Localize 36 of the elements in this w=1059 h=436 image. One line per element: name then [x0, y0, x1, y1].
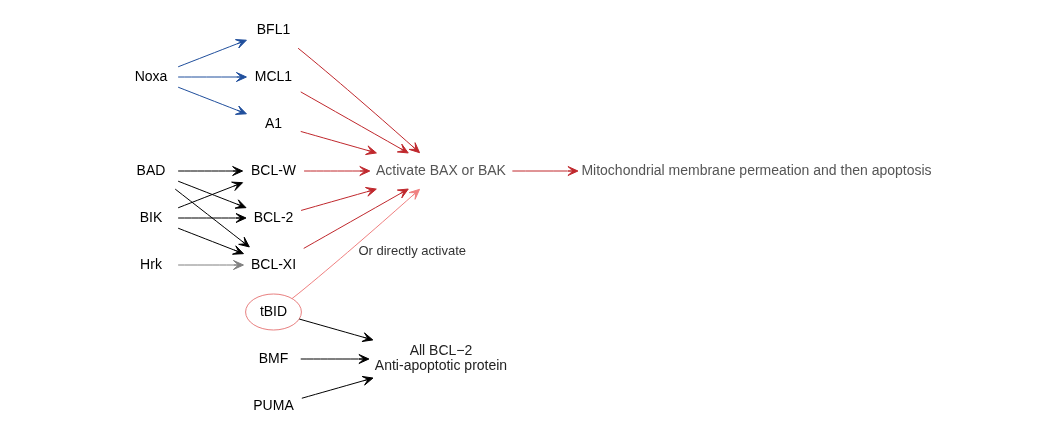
arrow [174, 188, 250, 248]
arrow [177, 72, 247, 82]
node-text: A1 [264, 114, 283, 131]
node-text: MCL1 [254, 67, 293, 84]
arrow [301, 375, 374, 399]
node-text: Hrk [140, 255, 162, 272]
arrow [177, 260, 244, 270]
node-text: BFL1 [256, 20, 291, 37]
arrow [300, 187, 377, 211]
arrow [300, 354, 370, 364]
arrow [177, 227, 244, 255]
node-text: BCL-2 [253, 208, 294, 225]
node-ellipse: tBID [245, 293, 302, 331]
node-text: Activate BAX or BAK [376, 161, 506, 178]
node-text: PUMA [253, 396, 294, 413]
arrow [511, 166, 579, 176]
node-text: BCL-W [250, 161, 297, 178]
arrow [300, 130, 377, 156]
arrow [291, 188, 421, 300]
arrow [303, 166, 371, 176]
node-text: BIK [139, 208, 163, 225]
node-text: BCL-XI [250, 255, 297, 272]
arrow [177, 213, 247, 223]
node-text: Noxa [134, 67, 168, 84]
arrow [298, 318, 374, 342]
arrow [297, 47, 421, 154]
arrow [177, 166, 244, 176]
edge-label: Or directly activate [358, 243, 467, 259]
node-text: Mitochondrial membrane permeation and then apoptosis [581, 161, 932, 178]
arrow [303, 188, 409, 249]
node-text: BMF [258, 349, 289, 366]
node-text: All BCL−2 Anti-apoptotic protein [374, 342, 508, 374]
arrow [300, 91, 409, 154]
arrow [177, 39, 247, 68]
arrow [177, 86, 247, 115]
node-text: BAD [136, 161, 166, 178]
